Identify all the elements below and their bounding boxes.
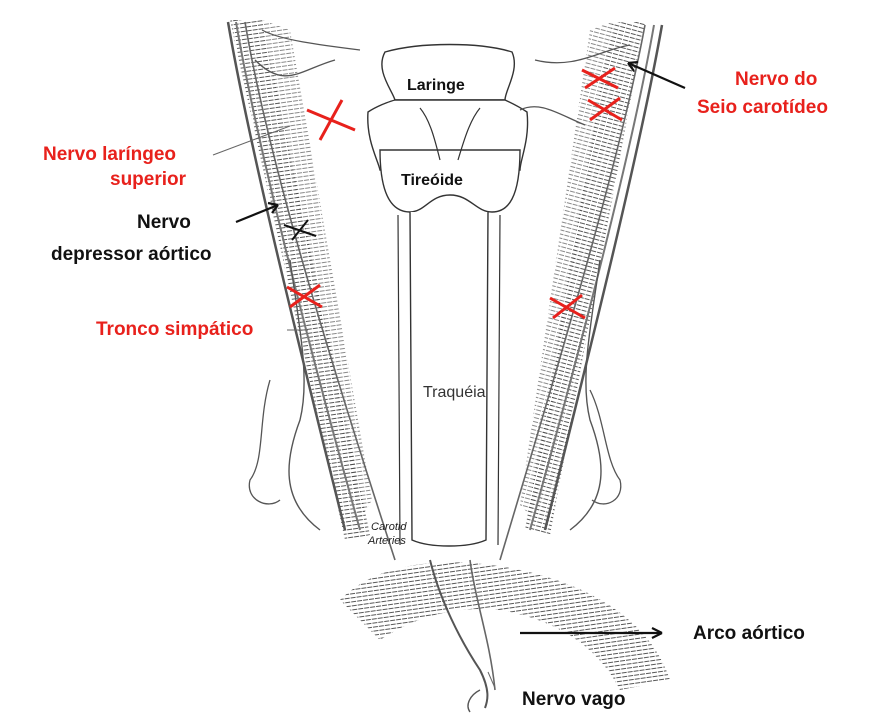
- label-nervo-seio-line2: Seio carotídeo: [697, 96, 828, 120]
- label-nervo-seio-line1: Nervo do: [735, 68, 817, 92]
- label-nervo-depressor-line1: Nervo: [137, 211, 191, 235]
- label-nervo-depressor-line2: depressor aórtico: [51, 243, 212, 267]
- label-carotid-1: Carotid: [371, 520, 406, 534]
- trachea: [398, 212, 500, 546]
- label-tireoide: Tireóide: [401, 172, 463, 190]
- right-neck-structures: [500, 22, 662, 560]
- label-traqueia: Traquéia: [423, 384, 486, 402]
- label-nervo-vago: Nervo vago: [522, 688, 625, 712]
- label-carotid-2: Arteries: [368, 534, 406, 548]
- label-tronco-simpatico: Tronco simpático: [96, 318, 253, 342]
- label-laringe: Laringe: [407, 77, 465, 95]
- arrow-seio: [628, 63, 685, 88]
- label-nervo-laringeo-line2: superior: [110, 168, 186, 192]
- arrow-depressor: [236, 205, 278, 222]
- label-arco-aortico: Arco aórtico: [693, 622, 805, 646]
- cut-mark-laryngeal: [307, 100, 355, 140]
- label-nervo-laringeo-line1: Nervo laríngeo: [43, 143, 176, 167]
